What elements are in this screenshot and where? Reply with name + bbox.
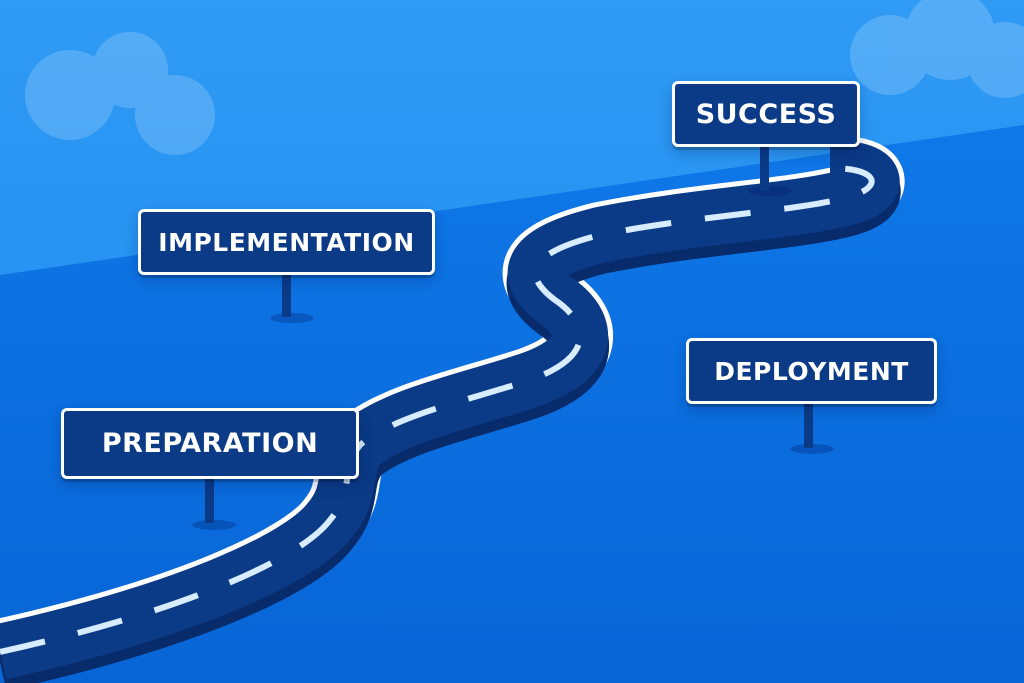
- sign-success-label: SUCCESS: [695, 98, 837, 130]
- lane-markings: [0, 165, 875, 655]
- sign-implementation: IMPLEMENTATION: [138, 209, 435, 275]
- sign-success: SUCCESS: [672, 81, 860, 147]
- sign-post-shadow: [790, 444, 834, 454]
- clouds: [25, 0, 1024, 155]
- sign-preparation-label: PREPARATION: [101, 428, 319, 459]
- sign-post: [760, 145, 769, 191]
- sign-post-shadow: [192, 520, 236, 530]
- sign-preparation: PREPARATION: [61, 408, 359, 479]
- sign-deployment-label: DEPLOYMENT: [714, 356, 909, 386]
- sign-post: [205, 477, 214, 523]
- sign-implementation-label: IMPLEMENTATION: [158, 227, 415, 257]
- sign-post: [282, 273, 291, 317]
- sign-deployment: DEPLOYMENT: [686, 338, 937, 404]
- sign-post: [804, 402, 813, 448]
- sign-post-shadow: [748, 186, 792, 196]
- sign-post-shadow: [270, 313, 314, 323]
